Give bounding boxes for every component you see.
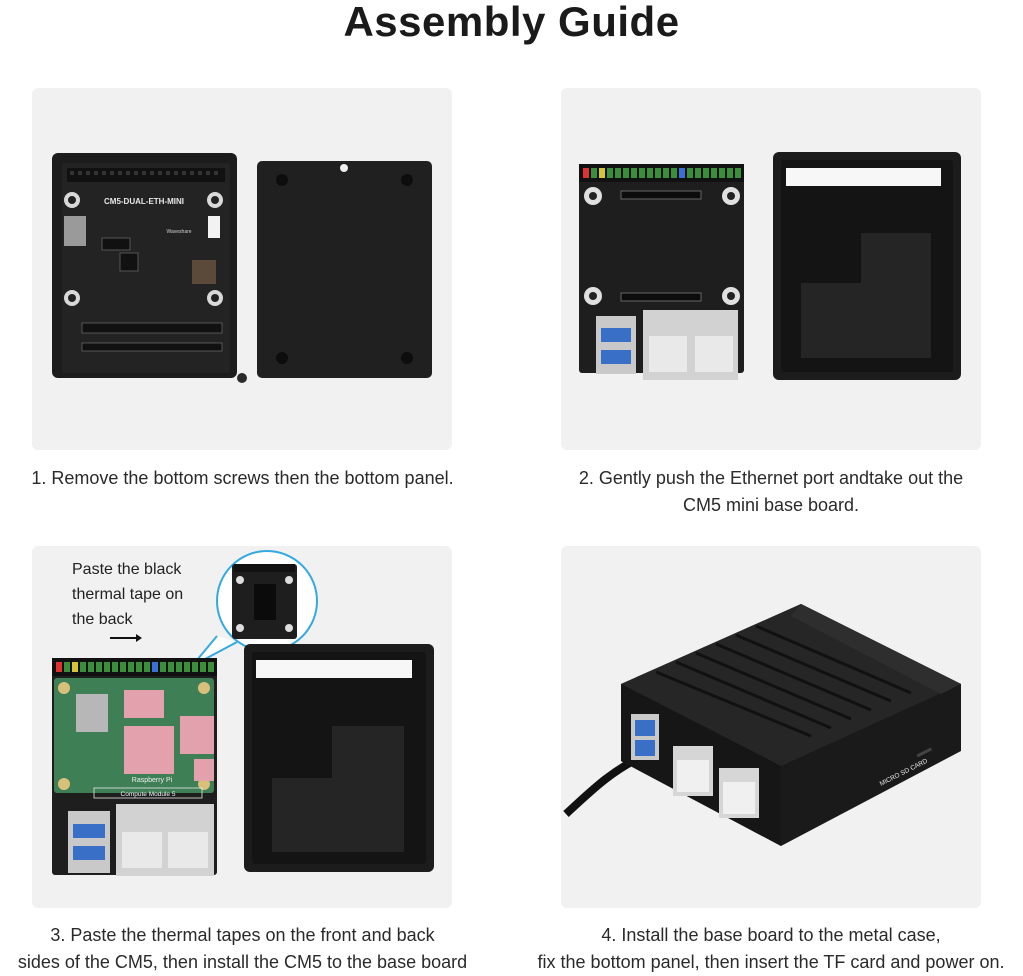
base-board — [62, 163, 230, 373]
usb-port — [596, 316, 636, 374]
step-4-image: MICRO SD CARD — [561, 546, 981, 908]
step-2-image — [561, 88, 981, 450]
thermal-pad — [194, 759, 214, 781]
thermal-note: Paste the black thermal tape on the back — [72, 561, 184, 628]
thermal-pad — [124, 690, 164, 718]
thermal-pad — [124, 726, 174, 774]
bottom-panel — [257, 161, 432, 378]
step-1-caption: 1. Remove the bottom screws then the bot… — [31, 468, 454, 488]
step-4-caption: 4. Install the base board to the metal c… — [537, 925, 1005, 972]
step-3-image: Raspberry Pi Compute Module 5 — [32, 546, 452, 908]
board-label: CM5-DUAL-ETH-MINI — [104, 197, 184, 206]
page-title: Assembly Guide — [343, 0, 680, 45]
module-label: Raspberry Pi — [132, 777, 173, 784]
module-label-2: Compute Module 5 — [121, 791, 176, 798]
step-2-caption: 2. Gently push the Ethernet port andtake… — [578, 468, 964, 515]
step-1-image: CM5-DUAL-ETH-MINI Waveshare — [32, 88, 452, 450]
thermal-pad — [180, 716, 214, 754]
brand-label: Waveshare — [166, 229, 191, 235]
arrow-right-icon — [110, 634, 142, 641]
step-3-caption: 3. Paste the thermal tapes on the front … — [17, 925, 468, 972]
